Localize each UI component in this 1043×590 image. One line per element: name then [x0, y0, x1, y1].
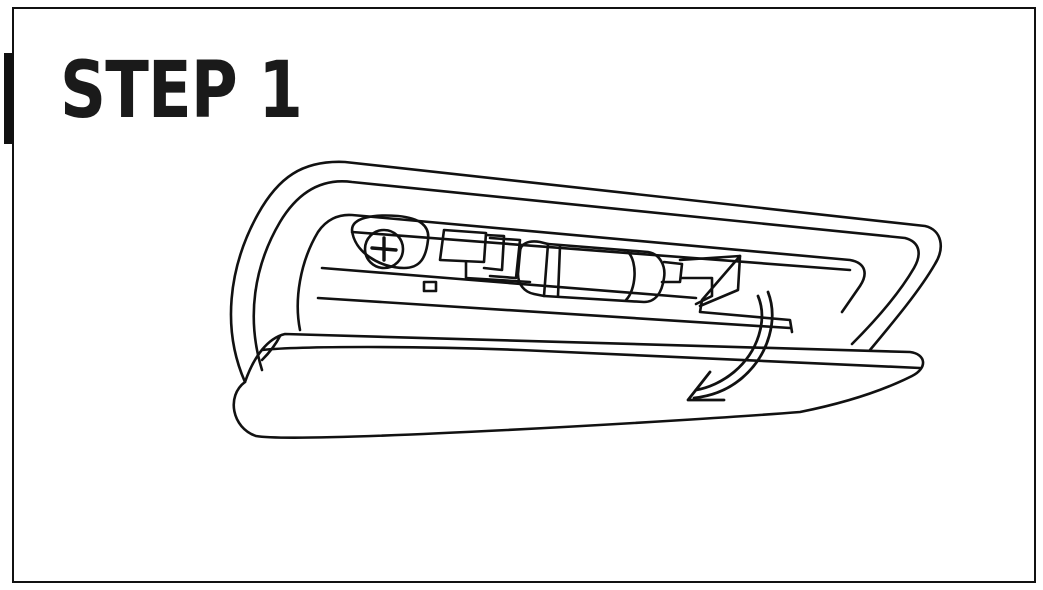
- diagram-frame: [12, 7, 1036, 583]
- cavity-ledge-line: [322, 268, 696, 298]
- housing-outer-outline: [231, 162, 941, 382]
- housing-inner-rim: [254, 181, 919, 370]
- screw-icon: [352, 216, 428, 268]
- rotate-down-arrow-icon: [688, 292, 772, 400]
- bulb-cavity: [298, 215, 865, 330]
- right-bulb-contact: [680, 256, 792, 332]
- step-title: STEP 1: [60, 46, 303, 136]
- mounting-clip: [424, 282, 436, 291]
- left-bulb-contact: [440, 230, 530, 282]
- step-marker-bar: [4, 53, 14, 144]
- cavity-floor-line: [318, 298, 790, 328]
- lens-cover: [234, 334, 923, 438]
- festoon-bulb: [518, 241, 682, 302]
- cavity-rear-line: [352, 232, 850, 270]
